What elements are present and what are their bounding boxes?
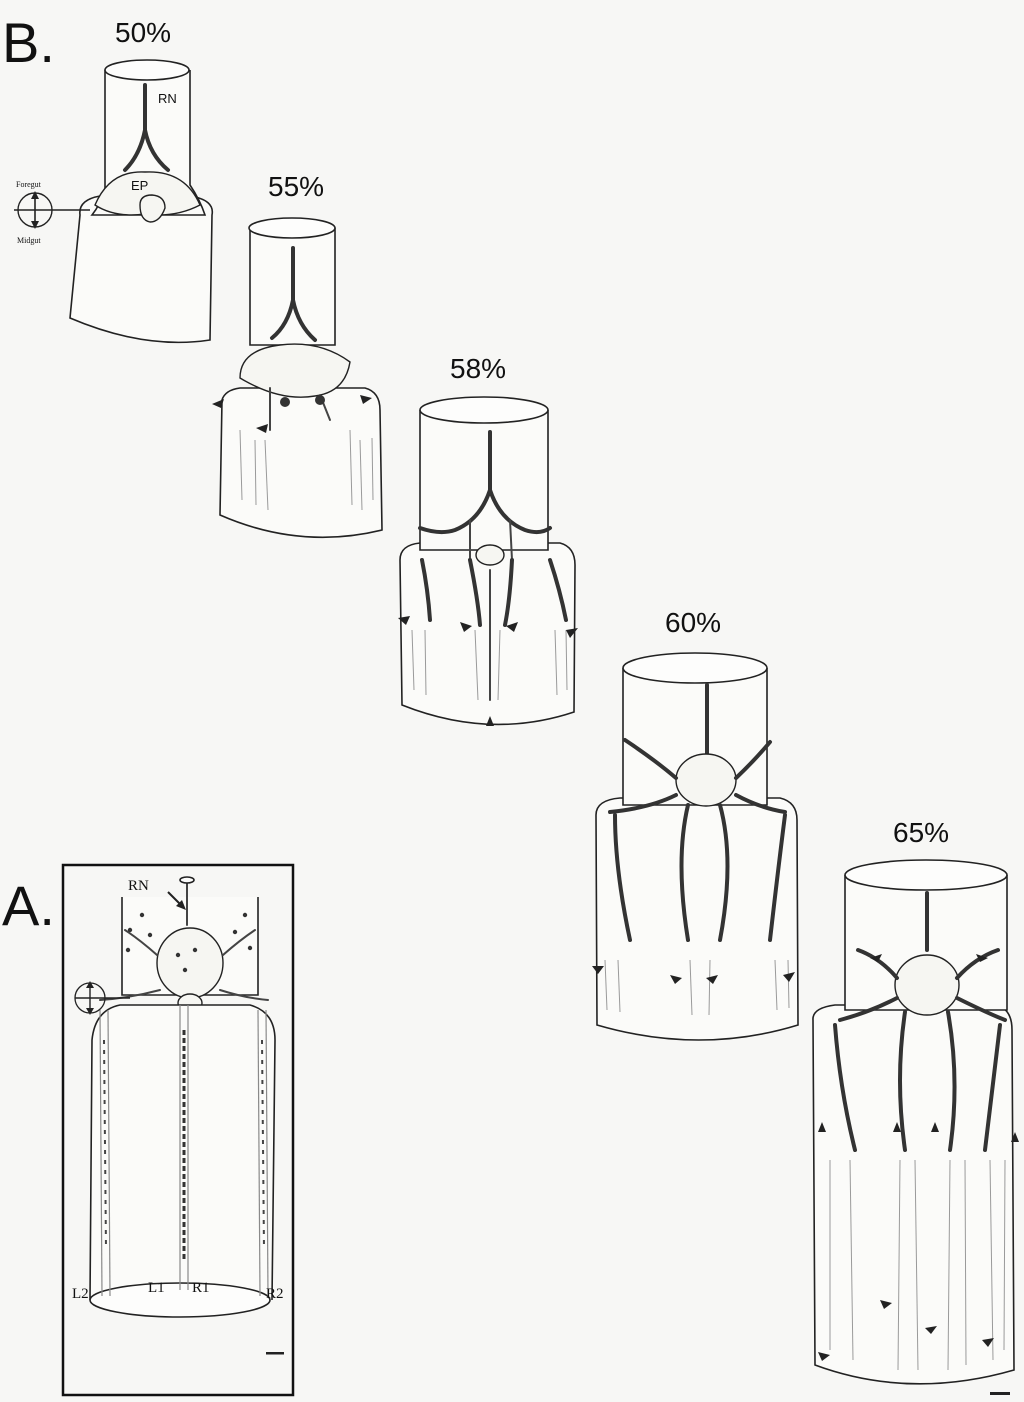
stage-50-label: 50% xyxy=(115,17,171,48)
r1-label: R1 xyxy=(192,1280,210,1296)
ep-label: EP xyxy=(131,178,148,193)
panel-a-drawing: RN L2 L1 R1 R2 xyxy=(63,865,293,1395)
stage-58-label: 58% xyxy=(450,353,506,384)
l1-label: L1 xyxy=(148,1280,165,1296)
panel-label-b: B. xyxy=(2,11,55,74)
rn-label-b: RN xyxy=(158,91,177,106)
foregut-label: Foregut xyxy=(16,180,42,189)
stage-55-drawing: 55% xyxy=(212,171,382,537)
stage-60-label: 60% xyxy=(665,607,721,638)
stage-65-drawing: 65% xyxy=(813,817,1019,1395)
rn-label-a: RN xyxy=(128,878,149,894)
stage-60-drawing: 60% xyxy=(592,607,798,1040)
stage-65-label: 65% xyxy=(893,817,949,848)
l2-label: L2 xyxy=(72,1286,89,1302)
stage-58-drawing: 58% xyxy=(398,353,578,726)
r2-label: R2 xyxy=(266,1286,284,1302)
panel-label-a: A. xyxy=(2,874,55,937)
stage-55-label: 55% xyxy=(268,171,324,202)
midgut-label: Midgut xyxy=(17,236,41,245)
